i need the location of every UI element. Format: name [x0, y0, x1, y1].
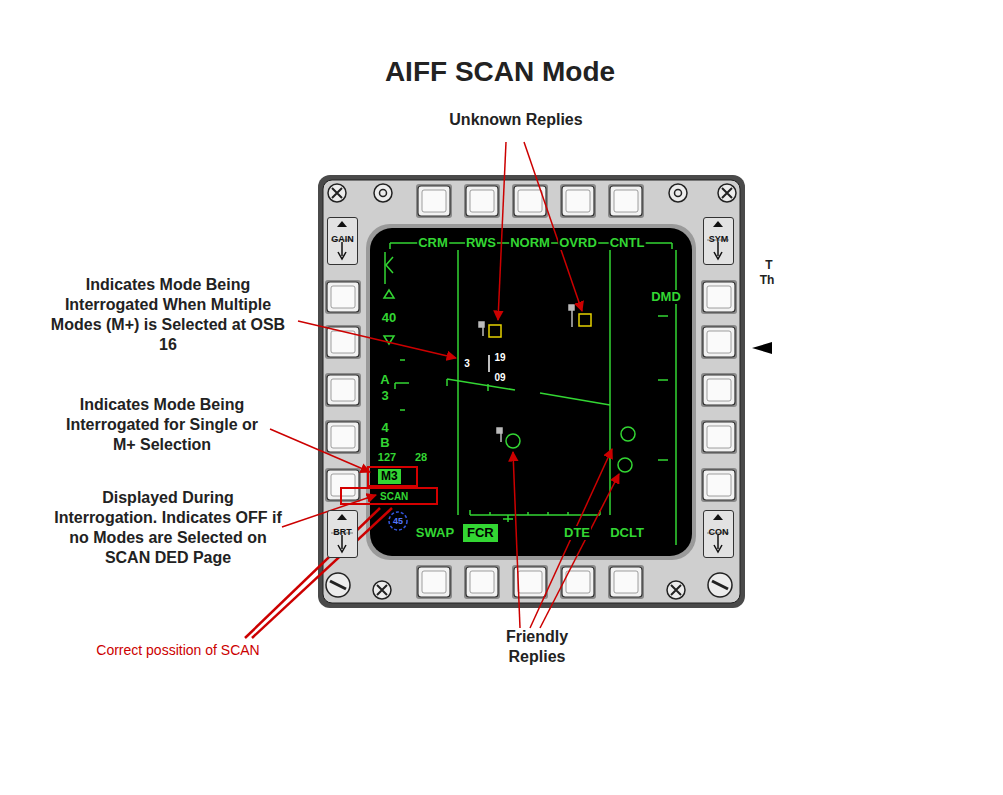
cropped-text: T — [765, 258, 772, 272]
bullseye-circle — [389, 512, 407, 530]
screw — [667, 581, 685, 599]
osb-button — [325, 280, 361, 314]
scan-value: A — [379, 373, 390, 387]
range-value: 40 — [381, 311, 397, 325]
bezel-face — [323, 180, 740, 603]
sym-rocker: SYM — [703, 217, 734, 265]
osb-button — [701, 373, 737, 407]
bullseye-value: 45 — [392, 514, 404, 528]
screw — [373, 581, 391, 599]
callout-text: Displayed During Interrogation. Indicate… — [53, 488, 283, 568]
gain-rocker: GAIN — [327, 217, 358, 265]
target-marker — [488, 355, 490, 372]
mode-label: DMD — [650, 290, 682, 304]
osb-button — [416, 184, 452, 218]
bar-value: B — [379, 436, 390, 450]
osb-button — [325, 325, 361, 359]
track-markers — [479, 305, 574, 442]
node-label: BRT — [333, 527, 352, 537]
diagram-title: AIFF SCAN Mode — [385, 56, 615, 88]
osb-button — [608, 565, 644, 599]
node-label: SCAN — [380, 491, 408, 503]
screw — [718, 184, 736, 202]
target-value: 19 — [493, 352, 506, 363]
osb-button — [325, 373, 361, 407]
selected-format: FCR — [463, 524, 498, 542]
node-label: M3 — [378, 469, 401, 484]
callout-text: Friendly Replies — [477, 627, 597, 667]
leader-lines — [270, 142, 619, 628]
bezel-outer — [318, 175, 745, 608]
note-text: Correct possition of SCAN — [96, 642, 259, 658]
mode-label: OVRD — [558, 236, 598, 250]
brt-rocker: BRT — [327, 510, 358, 558]
bar-value: 4 — [380, 421, 389, 435]
node-label: CON — [709, 527, 729, 537]
osb-button — [325, 468, 361, 502]
highlight-box: SCAN — [340, 487, 438, 505]
node-label: FCR — [466, 525, 495, 540]
osb-button — [560, 565, 596, 599]
screw — [374, 184, 392, 202]
mode-label: NORM — [509, 236, 551, 250]
osb-button — [701, 325, 737, 359]
screws — [326, 184, 736, 599]
osb-label: SWAP — [415, 526, 455, 540]
osb-button — [560, 184, 596, 218]
screw — [708, 573, 732, 597]
osb-button — [701, 280, 737, 314]
cursor-value: 28 — [414, 450, 428, 464]
callout-text: Indicates Mode Being Interrogated When M… — [43, 275, 293, 355]
con-rocker: CON — [703, 510, 734, 558]
node-label: GAIN — [331, 234, 354, 244]
correct-position-leaders — [245, 508, 392, 638]
screw — [328, 184, 346, 202]
unknown-reply-symbols — [489, 314, 591, 337]
osb-button — [701, 420, 737, 454]
cursor-value: 127 — [377, 450, 397, 464]
osb-button — [512, 184, 548, 218]
target-value: 09 — [493, 372, 506, 383]
mode-label: RWS — [465, 236, 497, 250]
osb-button — [608, 184, 644, 218]
screw — [326, 573, 350, 597]
osb-button — [464, 184, 500, 218]
screen — [370, 228, 692, 556]
node-label: SYM — [709, 234, 729, 244]
screw — [669, 184, 687, 202]
mode-label: CRM — [417, 236, 449, 250]
screen-symbology — [384, 243, 676, 545]
callout-text: Indicates Mode Being Interrogated for Si… — [55, 395, 270, 455]
scan-value: 3 — [380, 389, 389, 403]
osb-button — [464, 565, 500, 599]
osb-label: DTE — [563, 526, 591, 540]
screen-recess — [366, 224, 696, 560]
pointer-arrow — [752, 342, 772, 354]
osb-button — [416, 565, 452, 599]
cropped-text: Th — [760, 273, 775, 287]
mode-number: 3 — [463, 358, 471, 369]
osb-label: DCLT — [609, 526, 645, 540]
osb-button — [701, 468, 737, 502]
osb-buttons — [325, 184, 737, 599]
callout-text: Unknown Replies — [436, 110, 596, 130]
highlight-box: M3 — [367, 466, 418, 487]
mode-label: CNTL — [609, 236, 646, 250]
osb-button — [325, 420, 361, 454]
